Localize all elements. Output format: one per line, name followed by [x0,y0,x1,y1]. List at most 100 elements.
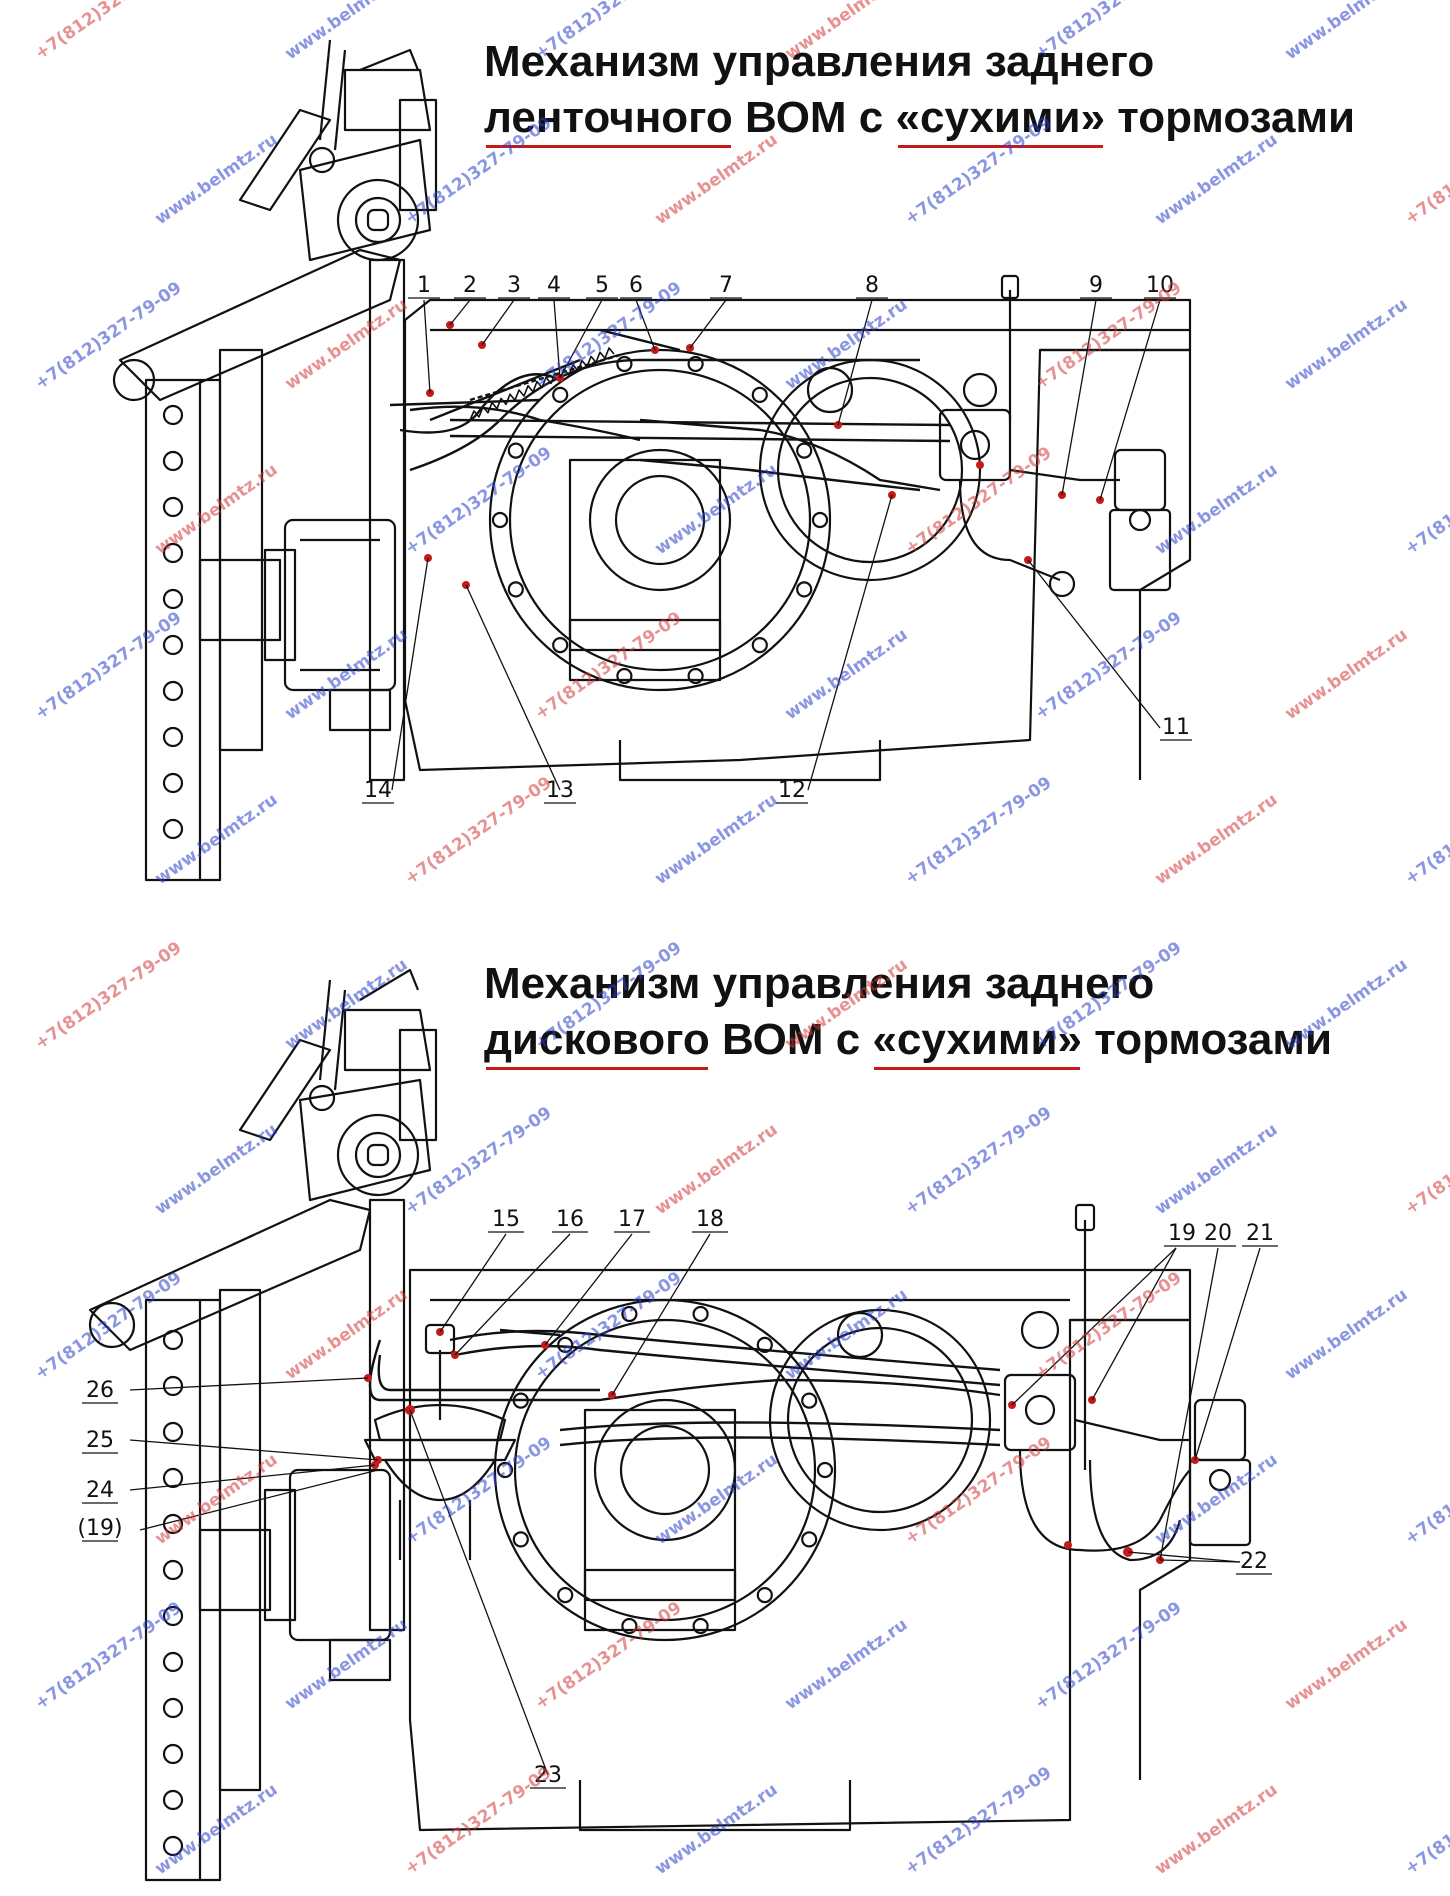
watermark-text: www.belmtz.ru [651,1450,781,1549]
callout-label: 22 [1240,1549,1268,1574]
housing-bolt [616,355,633,373]
watermark-text: www.belmtz.ru [281,1615,411,1714]
frame-hole [162,450,184,472]
title-top-text: тормозами [1105,93,1356,142]
housing-bolt [796,442,813,459]
title-top-line1: Механизм управления заднего [484,37,1155,86]
callout-label: 11 [1162,715,1190,740]
callout-leader [409,1409,549,1776]
watermark-text: +7(812)327-79-09 [31,1598,185,1714]
callout-label: 19 [1168,1221,1196,1246]
callout-leader [465,584,561,791]
watermark-text: www.belmtz.ru [781,1615,911,1714]
watermark-text: +7(812)327-79-09 [401,1763,555,1879]
callout-leader [544,1233,633,1346]
housing-bolt [616,667,633,685]
frame-hole [162,588,184,610]
callout-label: 6 [629,273,643,298]
frame-hole [162,680,184,702]
watermark-text: +7(812)327-79-09 [901,1103,1055,1219]
pto-housing [198,1468,392,1682]
control-rods [389,328,951,492]
callout-label: 3 [507,273,521,298]
bottom-diagram-drawing [88,968,1252,1882]
control-tubes [368,1328,1001,1447]
watermark-layer: +7(812)327-79-09 www.belmtz.ru +7(812)327-… [31,0,1450,1879]
callout-leader [439,1233,507,1333]
housing-bolt [552,386,569,403]
housing-bolt [621,1305,638,1323]
callout-leader [129,1377,369,1391]
callout-leader [689,299,727,349]
connection-dots [364,1328,1199,1564]
watermark-text: +7(812)327-79-09 [1031,0,1185,64]
watermark-text: www.belmtz.ru [1281,0,1411,64]
callout-label: 13 [546,778,574,803]
watermark-text: www.belmtz.ru [651,790,781,889]
housing-bolt [801,1392,818,1409]
watermark-text: +7(812)327-79-09 [1031,608,1185,724]
frame-hole [162,772,184,794]
frame-hole [162,542,184,564]
callout-leader [1099,299,1161,501]
watermark-text: www.belmtz.ru [781,625,911,724]
watermark-text: +7(812)327-79-09 [1031,938,1185,1054]
watermark-text: +7(812)327-79-09 [901,113,1055,229]
title-bottom-line2: дискового ВОМ с «сухими» тормозами [484,1012,1332,1070]
callout-leader [481,299,515,346]
watermark-text: www.belmtz.ru [1151,790,1281,889]
watermark-text: www.belmtz.ru [281,1285,411,1384]
title-top-line2: ленточного ВОМ с «сухими» тормозами [484,90,1356,148]
callout-label: 16 [556,1207,584,1232]
watermark-text: www.belmtz.ru [1281,955,1411,1054]
frame-hole [162,1467,184,1489]
watermark-text: +7(812)327-79-09 [901,443,1055,559]
callout-leader [423,299,431,394]
diagram-title-top: Механизм управления заднего ленточного В… [484,34,1356,148]
callout-label: 4 [547,273,561,298]
watermark-text: +7(812)327-79-09 [531,1268,685,1384]
callout-leaders-top [362,297,1192,804]
frame-hole [162,404,184,426]
housing-bolt [816,1461,834,1479]
housing-bolt [692,1617,709,1635]
callout-label: 24 [86,1478,114,1503]
housing-bolt [756,1586,773,1604]
callout-leader [553,299,561,379]
callout-leader [139,1469,379,1531]
watermark-text: +7(812)327-79-09 [31,0,185,64]
callout-leader [635,299,656,351]
watermark-text: +7(812)327-79-09 [401,773,555,889]
callout-label: 17 [618,1207,646,1232]
watermark-text: +7(812)327-79-09 [31,608,185,724]
callout-leader [1061,299,1097,496]
frame-hole [162,1421,184,1443]
title-bottom-line1: Механизм управления заднего [484,959,1155,1008]
watermark-text: www.belmtz.ru [651,460,781,559]
housing-bolt [756,1336,773,1354]
watermark-text: www.belmtz.ru [1151,1780,1281,1879]
watermark-text: +7(812)327-79-09 [1401,113,1450,229]
callout-leader [807,494,893,791]
callout-leader [611,1233,711,1396]
housing-bolt [507,581,524,598]
callout-leader [1159,1559,1241,1563]
watermark-text: +7(812)327-79-09 [1401,1103,1450,1219]
title-bottom-underlined-word: дискового [484,1012,710,1070]
frame-rail [144,1288,262,1882]
valve-block [1003,1203,1252,1562]
callout-leader [1194,1247,1261,1461]
housing-bolt [687,667,704,685]
housing-bolt [811,511,829,529]
housing-bolt [507,442,524,459]
callout-label: 12 [778,778,806,803]
frame-hole [162,818,184,840]
callout-label: 5 [595,273,609,298]
title-bottom-text: ВОМ с [709,1015,873,1064]
housing-bolt [496,1461,514,1479]
callout-label: 21 [1246,1221,1274,1246]
